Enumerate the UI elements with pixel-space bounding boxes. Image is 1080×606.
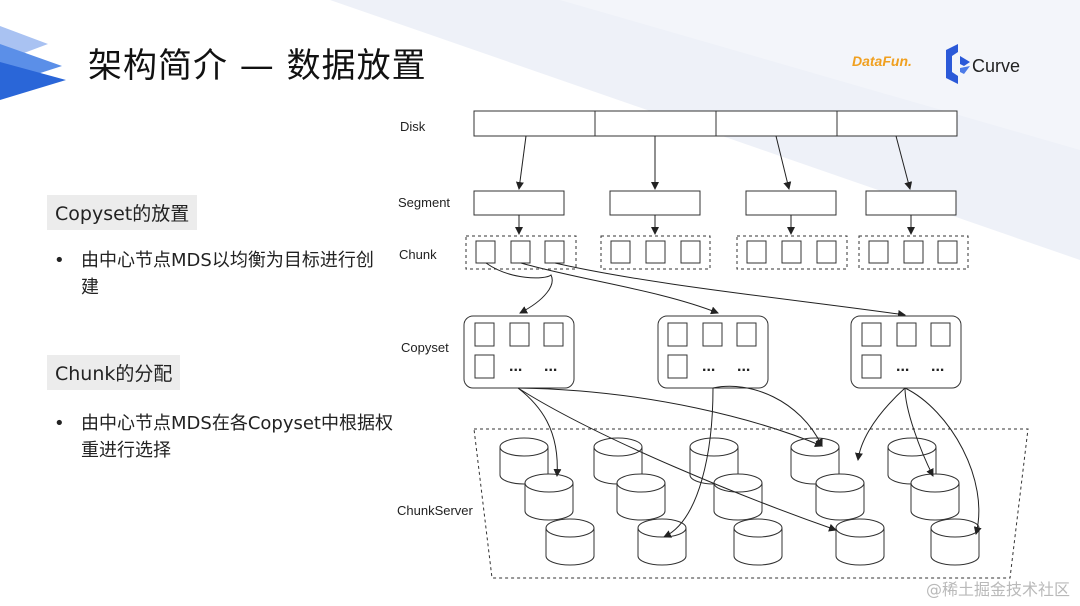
copyset-ellipses: ... ... ... ... ... ... bbox=[509, 358, 944, 375]
watermark: @稀土掘金技术社区 bbox=[925, 580, 1070, 599]
label-chunk: Chunk bbox=[399, 247, 437, 262]
label-copyset: Copyset bbox=[401, 340, 449, 355]
chunks bbox=[475, 240, 958, 264]
copyset-chunkserver-arrows bbox=[517, 385, 982, 538]
disk-segment-arrows bbox=[515, 135, 913, 190]
bullet-copyset: • 由中心节点MDS以均衡为目标进行创建 bbox=[54, 247, 381, 301]
section-heading-chunk: Chunk的分配 bbox=[47, 355, 181, 390]
label-segment: Segment bbox=[398, 195, 450, 210]
chunk-copyset-arrows bbox=[485, 262, 906, 318]
copysets bbox=[463, 315, 962, 389]
svg-text:...: ... bbox=[702, 358, 715, 375]
svg-text:...: ... bbox=[737, 358, 750, 375]
chunkserver-disks bbox=[499, 437, 980, 566]
logos: DataFun. Curve bbox=[852, 44, 1020, 84]
segment-chunk-arrows bbox=[515, 215, 915, 235]
svg-text:...: ... bbox=[544, 358, 557, 375]
svg-text:...: ... bbox=[896, 358, 909, 375]
bullet-text-chunk: 由中心节点MDS在各Copyset中根据权重进行选择 bbox=[81, 413, 393, 461]
curve-logo-text: Curve bbox=[972, 56, 1020, 76]
datafun-logo: DataFun. bbox=[852, 53, 912, 69]
slide-title: 架构简介 — 数据放置 bbox=[88, 46, 427, 86]
section-heading-copyset: Copyset的放置 bbox=[47, 195, 198, 230]
bullet-marker: • bbox=[54, 250, 65, 271]
slide-logo-icon bbox=[0, 26, 66, 100]
bullet-chunk: • 由中心节点MDS在各Copyset中根据权重进行选择 bbox=[54, 410, 396, 464]
chunk-groups bbox=[465, 235, 969, 270]
disk-bar bbox=[473, 110, 958, 137]
svg-text:...: ... bbox=[509, 358, 522, 375]
curve-logo-icon bbox=[946, 44, 970, 84]
label-chunkserver: ChunkServer bbox=[397, 503, 474, 518]
svg-text:...: ... bbox=[931, 358, 944, 375]
segments bbox=[473, 190, 957, 216]
bullet-marker: • bbox=[54, 413, 65, 434]
label-disk: Disk bbox=[400, 119, 426, 134]
bullet-text-copyset: 由中心节点MDS以均衡为目标进行创建 bbox=[81, 250, 374, 298]
chunkserver-region bbox=[473, 428, 1029, 579]
